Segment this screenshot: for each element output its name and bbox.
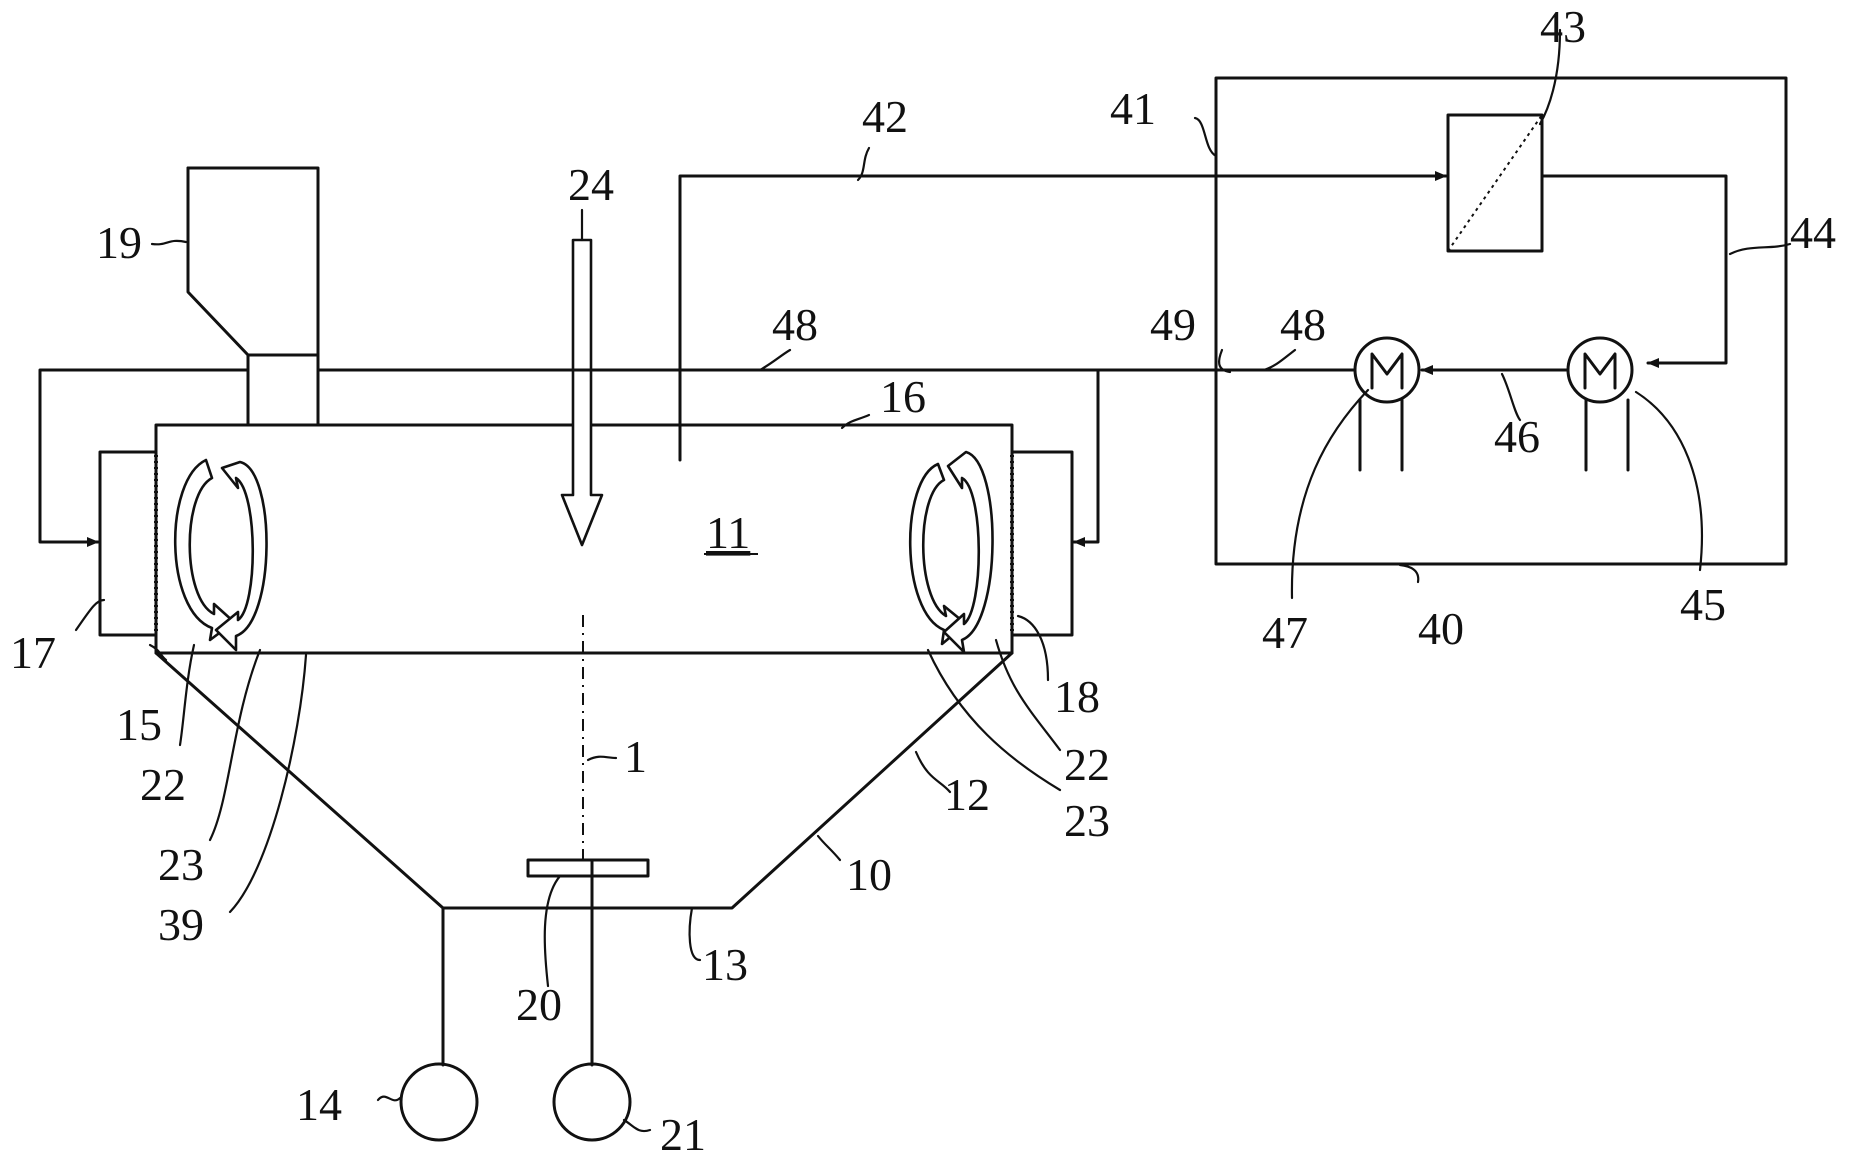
circulation-arrows-left [175, 460, 266, 650]
label-39: 39 [158, 899, 204, 950]
rotating-disc [528, 860, 648, 876]
label-16: 16 [880, 371, 926, 422]
feed-arrow [562, 240, 602, 545]
label-17: 17 [10, 627, 56, 678]
label-40: 40 [1418, 603, 1464, 654]
feed-hopper [188, 168, 318, 425]
label-11: 11 [706, 507, 750, 558]
motor-47 [1355, 338, 1419, 470]
label-23-left: 23 [158, 839, 204, 890]
label-10: 10 [846, 849, 892, 900]
label-48-left: 48 [772, 299, 818, 350]
label-21: 21 [660, 1109, 706, 1157]
collection-unit [401, 1064, 477, 1140]
label-18: 18 [1054, 671, 1100, 722]
label-12: 12 [944, 769, 990, 820]
label-22-left: 22 [140, 759, 186, 810]
right-housing [1012, 452, 1072, 635]
label-47: 47 [1262, 607, 1308, 658]
label-23-right: 23 [1064, 795, 1110, 846]
label-42: 42 [862, 91, 908, 142]
label-49: 49 [1150, 299, 1196, 350]
leader-lines [76, 30, 1790, 1131]
drive-motor [554, 1064, 630, 1140]
label-13: 13 [702, 939, 748, 990]
label-45: 45 [1680, 579, 1726, 630]
label-1: 1 [624, 731, 647, 782]
circulation-arrows-right [910, 452, 992, 652]
label-46: 46 [1494, 411, 1540, 462]
controller [1448, 115, 1542, 251]
left-housing [100, 452, 156, 635]
label-24: 24 [568, 159, 614, 210]
line-44 [1542, 176, 1726, 363]
label-20: 20 [516, 979, 562, 1030]
label-44: 44 [1790, 207, 1836, 258]
label-43: 43 [1540, 1, 1586, 52]
motor-45 [1568, 338, 1632, 470]
label-19: 19 [96, 217, 142, 268]
label-48-right: 48 [1280, 299, 1326, 350]
label-22-right: 22 [1064, 739, 1110, 790]
label-14: 14 [296, 1079, 342, 1130]
label-15: 15 [116, 699, 162, 750]
label-41: 41 [1110, 83, 1156, 134]
